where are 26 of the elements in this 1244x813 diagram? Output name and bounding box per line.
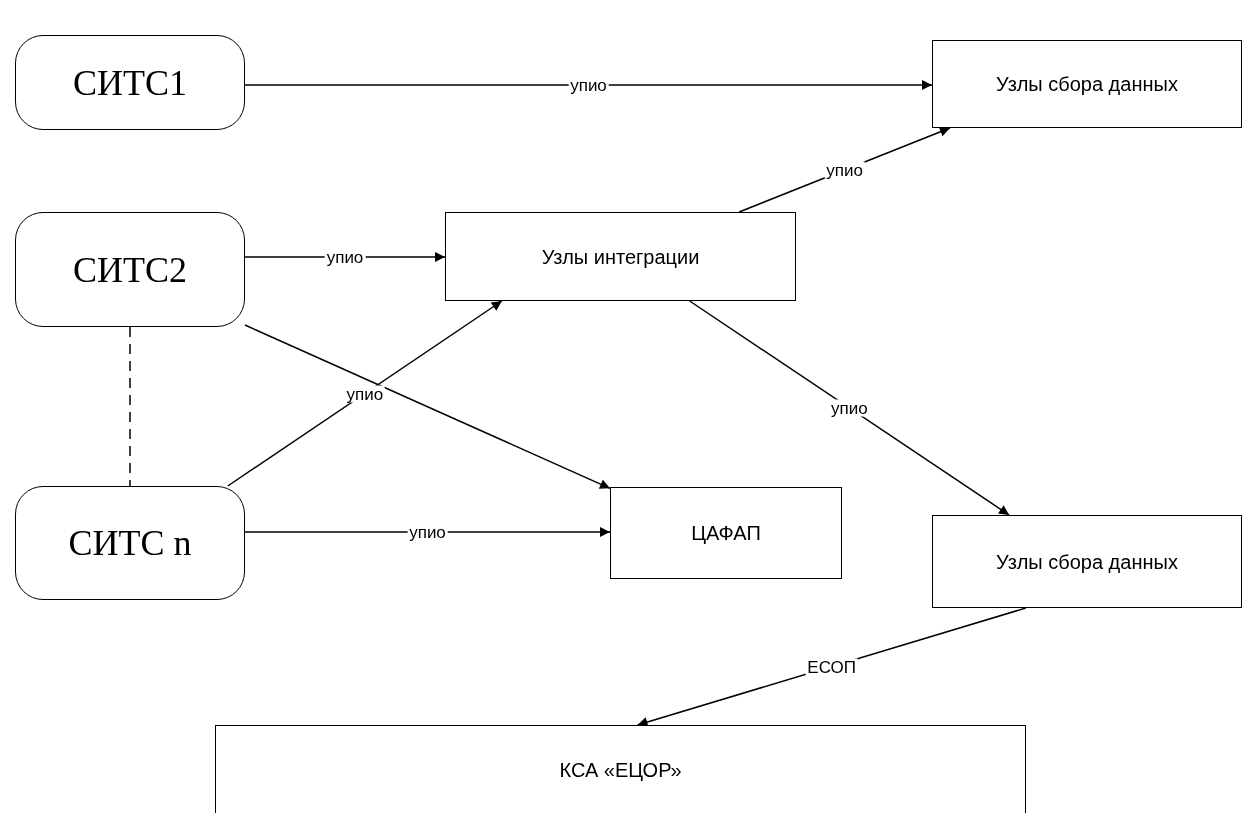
node-label: КСА «ЕЦОР» xyxy=(559,757,682,783)
node-label: Узлы сбора данных xyxy=(996,72,1178,97)
edge-label: упио xyxy=(344,385,386,402)
edge-label: упио xyxy=(829,399,870,417)
node-label: СИТС n xyxy=(68,522,192,565)
arrow xyxy=(244,324,611,490)
process-box xyxy=(932,515,1242,608)
process-box xyxy=(215,725,1026,813)
rounded-box xyxy=(15,486,245,600)
node-label: ЦАФАП xyxy=(691,521,761,546)
node-label: Узлы интеграции xyxy=(541,244,700,270)
arrow xyxy=(244,527,611,537)
node-label: Узлы сбора данных xyxy=(996,549,1178,575)
rounded-box xyxy=(15,212,245,327)
arrow xyxy=(227,300,503,487)
process-box xyxy=(445,212,796,301)
edge-label: упио xyxy=(824,161,865,179)
process-box xyxy=(610,487,842,579)
node-label: СИТС1 xyxy=(73,61,187,105)
dashed-line xyxy=(129,326,131,487)
node-label: СИТС2 xyxy=(73,248,187,292)
rounded-box xyxy=(15,35,245,130)
edge-label: ЕСОП xyxy=(805,658,858,675)
arrow xyxy=(244,80,933,90)
arrow xyxy=(688,300,1010,516)
process-box xyxy=(932,40,1242,128)
